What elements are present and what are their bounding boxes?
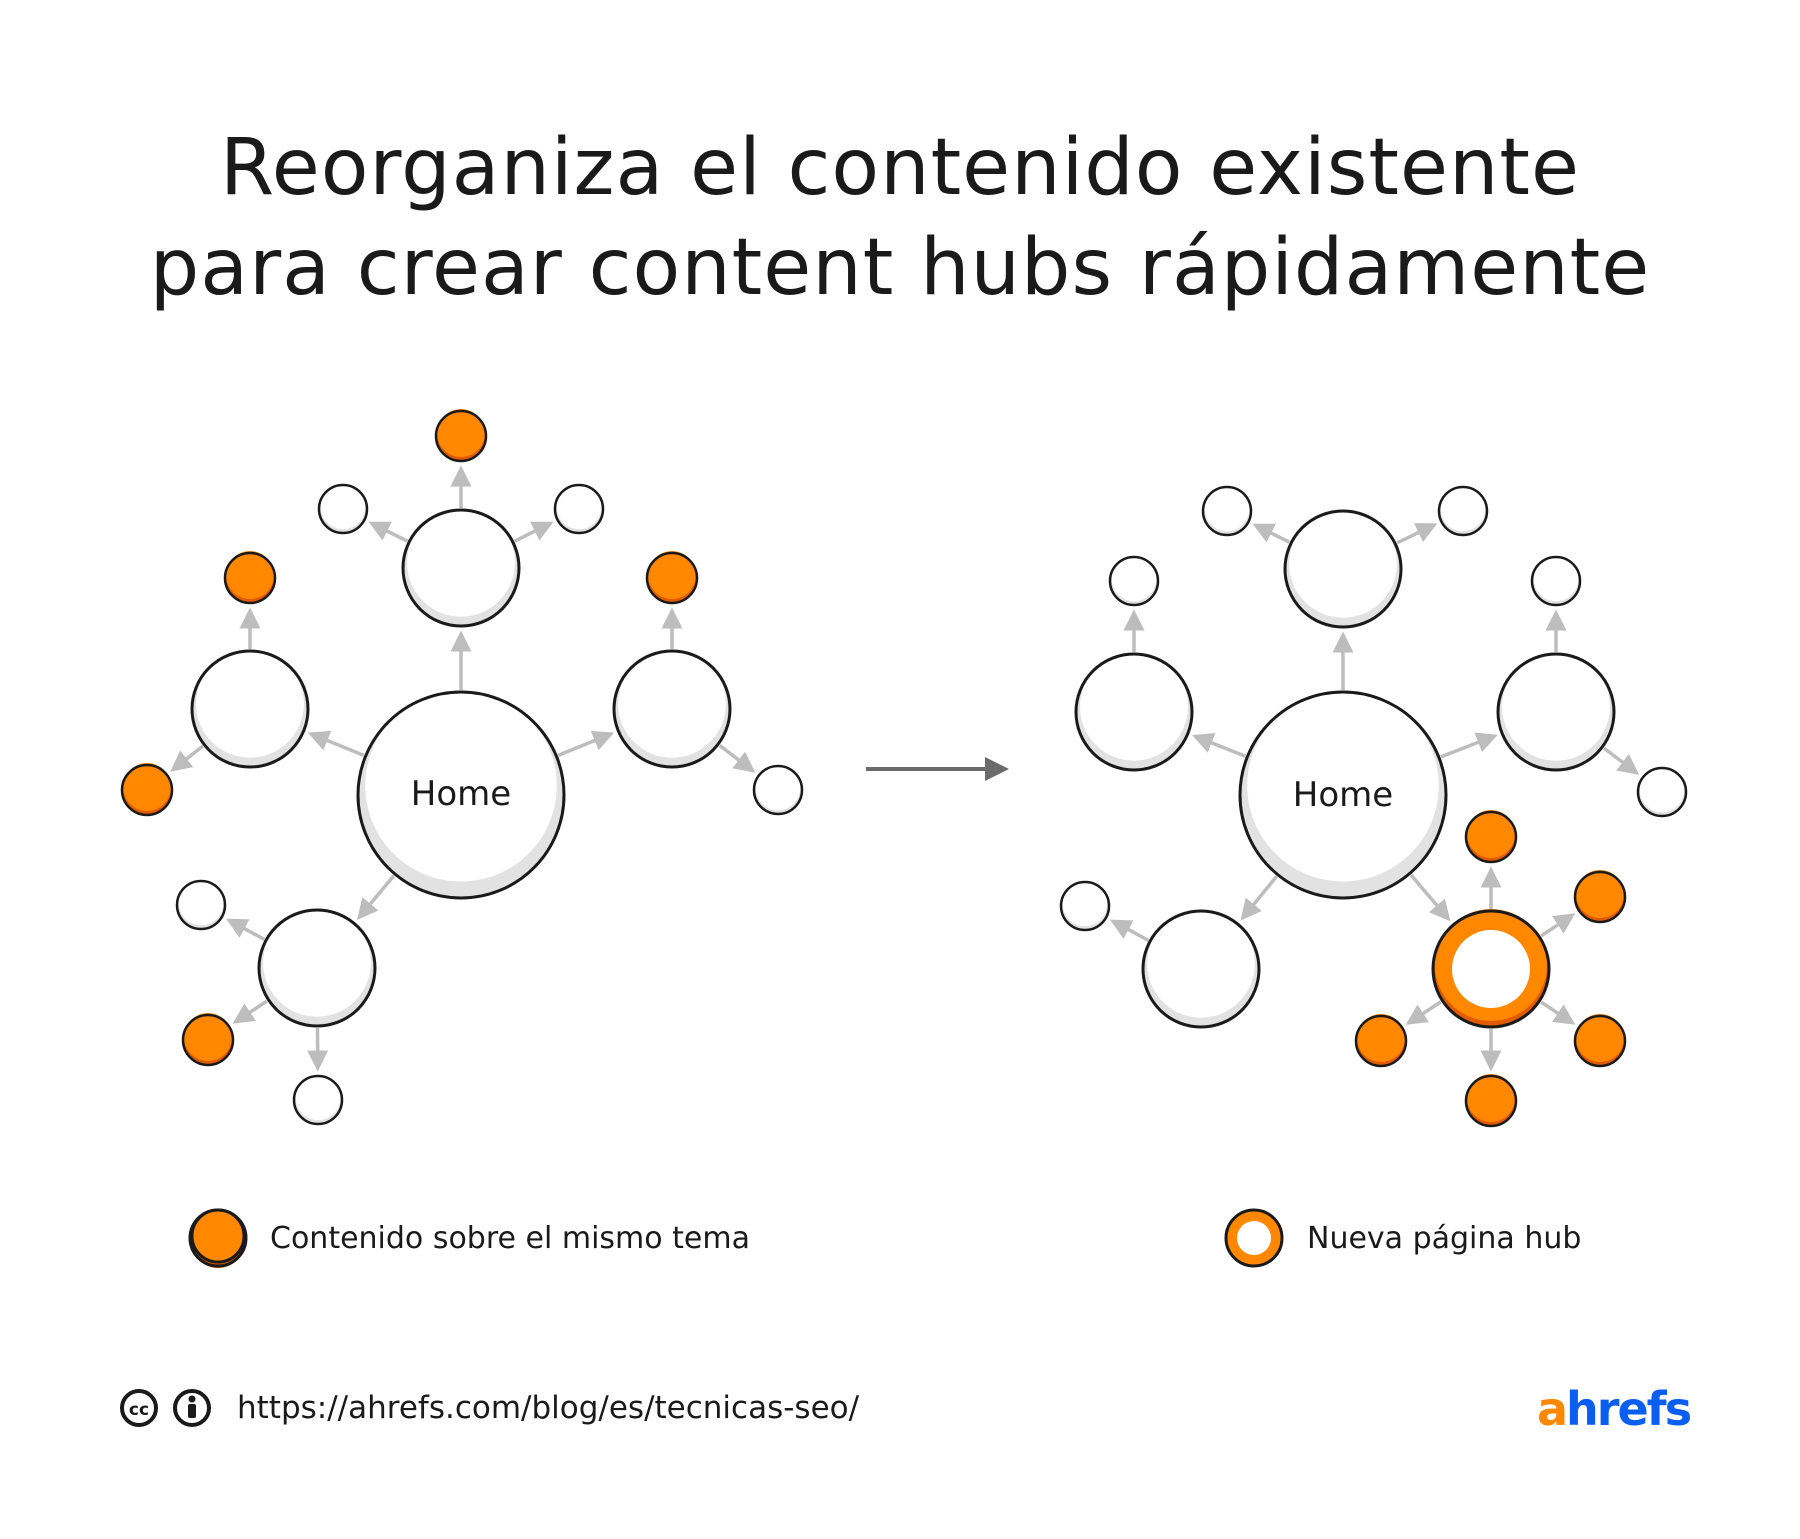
page-node bbox=[1201, 485, 1253, 537]
topic-content-node bbox=[1573, 870, 1627, 924]
page-title: Reorganiza el contenido existente para c… bbox=[0, 118, 1800, 318]
legend-topic-label: Contenido sobre el mismo tema bbox=[270, 1221, 750, 1256]
edge-arrow bbox=[557, 730, 615, 757]
topic-content-node bbox=[1464, 1074, 1518, 1128]
legend-hub-swatch bbox=[1224, 1208, 1284, 1268]
edge-arrow bbox=[718, 744, 756, 773]
svg-text:cc: cc bbox=[129, 1400, 149, 1420]
edge-arrow bbox=[232, 999, 268, 1024]
page-node bbox=[752, 764, 804, 816]
ahrefs-logo: ahrefs bbox=[1537, 1382, 1692, 1436]
logo-a: a bbox=[1537, 1382, 1568, 1436]
topic-content-node bbox=[434, 409, 488, 463]
topic-content-node bbox=[1464, 810, 1518, 864]
page-node bbox=[1283, 509, 1403, 629]
topic-content-node bbox=[645, 551, 699, 605]
page-node bbox=[317, 483, 369, 535]
creative-commons-icon: cc bbox=[120, 1389, 158, 1427]
page-node bbox=[401, 508, 521, 628]
page-node bbox=[257, 908, 377, 1028]
page-node bbox=[190, 649, 310, 769]
edge-arrow bbox=[1540, 1000, 1576, 1025]
page-node bbox=[1108, 555, 1160, 607]
edge-arrow bbox=[1192, 733, 1247, 758]
edge-arrow bbox=[1440, 732, 1498, 759]
home-label-left: Home bbox=[411, 774, 511, 814]
diagram-edges bbox=[170, 465, 1640, 1072]
edge-arrow bbox=[1405, 1000, 1442, 1025]
home-label-right: Home bbox=[1293, 775, 1393, 815]
legend-topic-swatch bbox=[188, 1208, 248, 1268]
page-node bbox=[1437, 485, 1489, 537]
edge-arrow bbox=[1540, 913, 1576, 938]
edge-arrow bbox=[513, 521, 554, 543]
topic-content-node bbox=[181, 1013, 235, 1067]
title-line-2: para crear content hubs rápidamente bbox=[149, 223, 1651, 313]
edge-arrow bbox=[368, 521, 409, 543]
edge-arrow bbox=[1602, 746, 1640, 775]
edge-arrow bbox=[356, 874, 396, 920]
edge-arrow bbox=[226, 918, 266, 941]
page-node bbox=[1059, 880, 1111, 932]
source-url[interactable]: https://ahrefs.com/blog/es/tecnicas-seo/ bbox=[237, 1390, 860, 1426]
topic-content-node bbox=[223, 551, 277, 605]
home-node bbox=[1238, 689, 1448, 900]
page-node bbox=[1141, 909, 1261, 1029]
logo-rest: hrefs bbox=[1566, 1382, 1692, 1436]
attribution-icon bbox=[173, 1389, 211, 1427]
topic-content-node bbox=[1354, 1014, 1408, 1068]
page-node bbox=[553, 483, 605, 535]
edge-arrow bbox=[1409, 873, 1451, 922]
edge-arrow bbox=[1110, 919, 1150, 942]
page-node bbox=[612, 649, 732, 769]
edge-arrow bbox=[307, 730, 365, 757]
diagram-nodes bbox=[120, 409, 1688, 1128]
edge-arrow bbox=[1252, 523, 1291, 544]
page-node bbox=[1496, 652, 1616, 772]
new-hub-node bbox=[1431, 909, 1551, 1029]
title-line-1: Reorganiza el contenido existente bbox=[220, 123, 1580, 213]
page-node bbox=[292, 1074, 344, 1126]
edge-arrow bbox=[1396, 523, 1438, 545]
home-node bbox=[356, 689, 566, 900]
page-node bbox=[1636, 766, 1688, 818]
edge-arrow bbox=[1240, 875, 1278, 921]
edge-arrow bbox=[170, 744, 204, 772]
legend-hub-label: Nueva página hub bbox=[1307, 1221, 1582, 1256]
page-node bbox=[1074, 652, 1194, 772]
page-node bbox=[1530, 555, 1582, 607]
topic-content-node bbox=[120, 763, 174, 817]
topic-content-node bbox=[1573, 1014, 1627, 1068]
page-node bbox=[175, 879, 227, 931]
